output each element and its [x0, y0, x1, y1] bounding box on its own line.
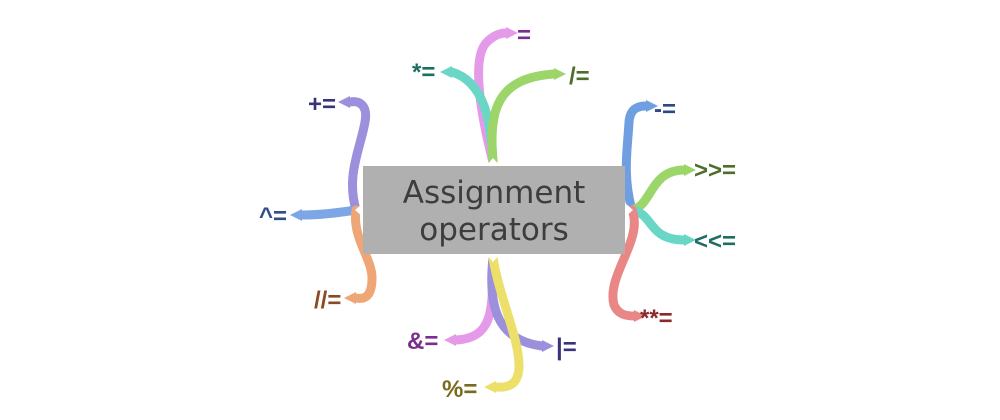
center-notch-right [625, 203, 633, 217]
branch-add-assign [345, 97, 371, 215]
branch-mod-assign [488, 253, 524, 392]
operator-label-or-assign[interactable]: |= [556, 334, 577, 361]
operator-label-assign[interactable]: = [517, 22, 531, 49]
operator-labels: = *= /= += ^= //= -= >>= <<= **= &= |= %= [259, 22, 736, 403]
operator-label-add-assign[interactable]: += [308, 91, 336, 118]
branch-div-assign [487, 69, 559, 167]
operator-label-mul-assign[interactable]: *= [412, 59, 435, 86]
branch-tip-lshift-assign [684, 234, 696, 246]
center-box [363, 166, 625, 254]
branch-pow-assign [608, 205, 639, 321]
operator-label-lshift-assign[interactable]: <<= [694, 228, 736, 255]
operator-label-mod-assign[interactable]: %= [442, 376, 477, 403]
branch-tip-xor-assign [290, 209, 302, 221]
branch-tip-assign [506, 27, 518, 39]
branch-tip-add-assign [338, 96, 350, 108]
center-title-line1: Assignment [403, 175, 586, 211]
center-notch-top [486, 158, 500, 166]
branch-xor-assign [297, 205, 361, 220]
branch-floordiv-assign [351, 205, 377, 303]
operator-label-floordiv-assign[interactable]: //= [314, 287, 341, 314]
center-notch-left [355, 203, 363, 217]
branch-tip-mul-assign [440, 66, 452, 78]
branch-tip-div-assign [554, 68, 566, 80]
branch-tip-and-assign [444, 334, 456, 346]
branch-and-assign [451, 253, 498, 345]
operator-label-pow-assign[interactable]: **= [640, 305, 673, 332]
branch-rshift-assign [627, 165, 689, 215]
operator-label-rshift-assign[interactable]: >>= [694, 157, 736, 184]
branch-tip-floordiv-assign [344, 292, 356, 304]
operator-label-div-assign[interactable]: /= [569, 63, 590, 90]
branches [290, 27, 696, 393]
operator-label-sub-assign[interactable]: -= [654, 96, 676, 123]
branch-tip-mod-assign [484, 381, 496, 393]
branch-tip-or-assign [542, 340, 554, 352]
branch-tip-sub-assign [646, 100, 658, 112]
center-node[interactable]: Assignment operators [355, 158, 633, 262]
center-title-line2: operators [419, 212, 568, 248]
branch-tip-pow-assign [634, 310, 646, 322]
branch-tip-rshift-assign [684, 164, 696, 176]
branch-sub-assign [621, 101, 651, 215]
operator-label-and-assign[interactable]: &= [407, 328, 438, 355]
center-notch-bottom [486, 254, 500, 262]
operator-label-xor-assign[interactable]: ^= [259, 203, 287, 230]
branch-lshift-assign [627, 205, 689, 245]
